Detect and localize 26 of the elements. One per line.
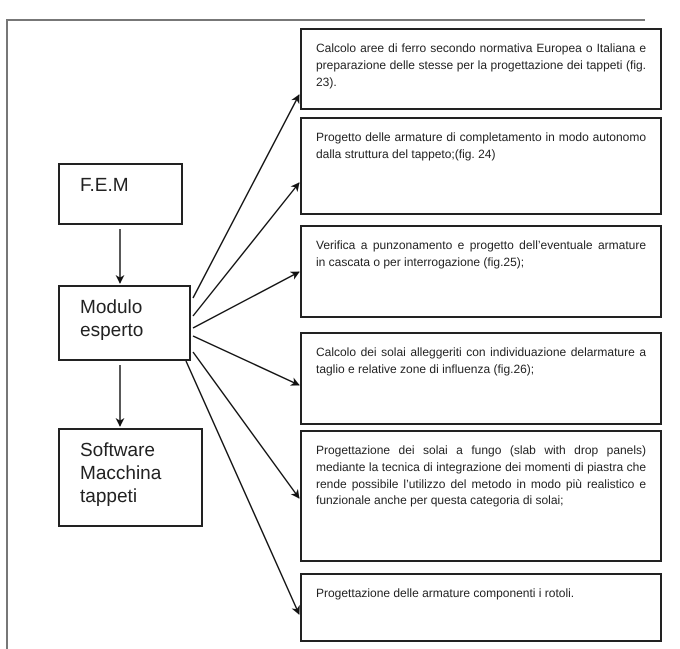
description-box xyxy=(300,117,662,215)
arrow xyxy=(116,365,124,427)
arrow xyxy=(192,182,300,316)
description-text: Progettazione delle armature componenti i rotoli. xyxy=(316,585,576,602)
arrow xyxy=(192,94,300,298)
node-label: Modulo esperto xyxy=(80,297,144,343)
process-box xyxy=(58,285,191,361)
arrow xyxy=(192,352,300,499)
description-text: Progettazione dei solai a fungo (slab with drop panels) mediante la tecnica di integrazione dei momenti di piastra che rende possibile l’utilizzo del metodo in modo più realistico e funzionale anche per questa categoria di solai; xyxy=(316,442,646,510)
description-text: Verifica a punzonamento e progetto dell’eventuale armature in cascata o per interrogazione (fig.25); xyxy=(316,237,646,271)
process-box xyxy=(58,428,203,527)
description-box xyxy=(300,573,662,642)
arrow xyxy=(192,271,300,329)
arrow xyxy=(185,360,300,615)
description-text: Calcolo aree di ferro secondo normativa Europea o Italiana e preparazione delle stesse per la progettazione dei tappeti (fig. 23). xyxy=(316,40,646,90)
arrow xyxy=(192,335,300,386)
description-box xyxy=(300,225,662,318)
node-label: Software Macchina tappeti xyxy=(80,440,162,508)
description-text: Progetto delle armature di completamento in modo autonomo dalla struttura del tappeto;(fig. 24) xyxy=(316,129,646,163)
description-box xyxy=(300,332,662,425)
arrow xyxy=(116,229,124,284)
node-label: F.E.M xyxy=(80,175,130,198)
description-box xyxy=(300,28,662,110)
process-box xyxy=(58,163,183,225)
description-text: Calcolo dei solai alleggeriti con individuazione delarmature a taglio e relative zone di influenza (fig.26); xyxy=(316,344,646,378)
description-box xyxy=(300,430,662,562)
